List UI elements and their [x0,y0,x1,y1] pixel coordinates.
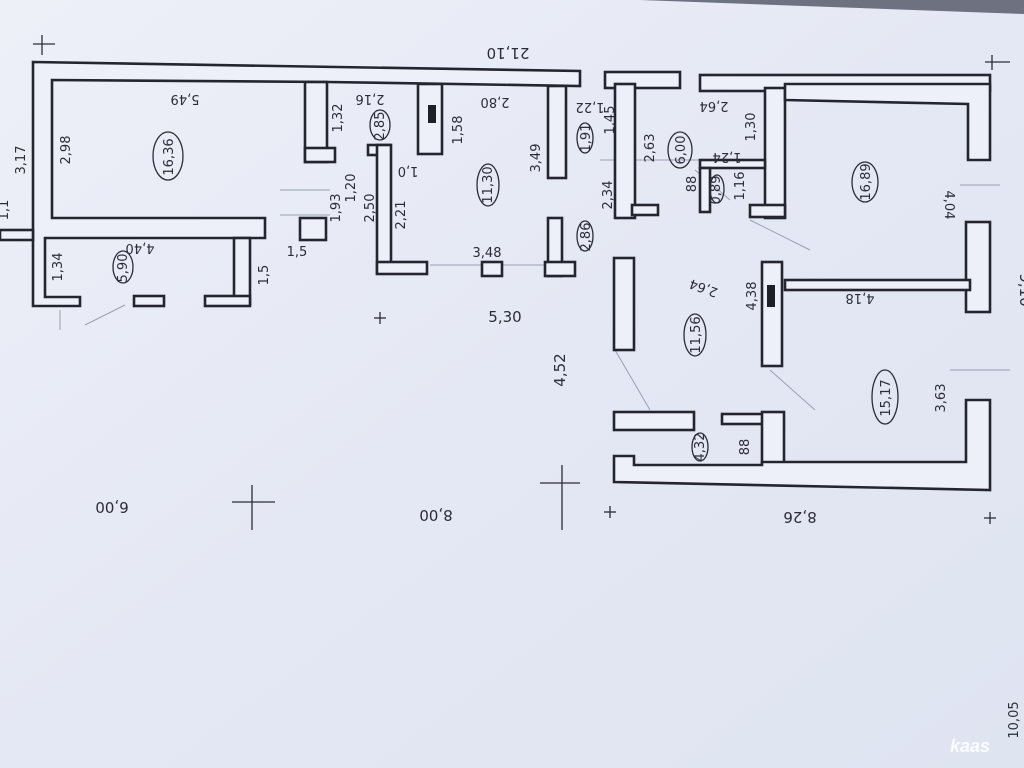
room7-width: 2,64 [700,98,729,113]
room4-width: 2,80 [481,94,510,109]
hall-h4: 2,21 [394,201,409,230]
walls-left-wing [0,60,582,308]
room8-width: 88 [685,176,700,193]
room4-width2: 3,48 [473,246,502,261]
room9-area: 16,89 [859,163,874,200]
room11-area: 15,17 [879,379,894,416]
room9-height: 4,04 [941,191,956,220]
hall-h2: 1,20 [344,174,359,203]
hall-h1: 1,93 [329,194,344,223]
room11-width: 4,18 [846,290,875,305]
room2-height: 1,34 [51,253,66,282]
room8-height: 1,16 [733,172,748,201]
room4-area: 11,30 [481,166,496,203]
bottom-seg3: 8,26 [783,508,816,526]
left-edge: 1,1 [0,200,12,221]
room2-width: 4,40 [126,240,155,255]
room2-area: 5,90 [116,254,131,283]
room10-area: 11,56 [689,316,704,353]
room4-height: 1,58 [451,116,466,145]
room5-height: 1,45 [603,106,618,135]
overall-length: 21,10 [487,44,530,62]
room3-width: 2,16 [356,91,385,106]
room7-width2: 1,24 [713,149,742,164]
mid-horizontal: 5,30 [488,308,521,326]
room3-area: 2,85 [373,112,388,141]
room8-area: 0,89 [709,176,724,205]
room4-note: 1,0 [398,163,419,178]
corner-dim: 10,05 [1007,701,1022,738]
room6-height: 2,34 [601,181,616,210]
overall-depth: 9,10 [1016,273,1024,306]
room3-height: 1,32 [331,104,346,133]
room2-height2: 1,5 [257,265,272,286]
room10-height: 4,38 [745,282,760,311]
hall-width: 1,5 [287,245,308,260]
room12-area: 4,32 [693,433,708,462]
left-height: 3,17 [14,146,29,175]
room1-width: 5,49 [171,91,200,106]
room7-height2: 1,30 [744,113,759,142]
room7-height: 2,63 [643,134,658,163]
room5-area: 1,91 [579,124,594,153]
area-outlines [112,109,899,462]
room12-height: 88 [738,439,753,456]
hall-h3: 2,50 [363,194,378,223]
bottom-seg1: 6,00 [95,498,128,516]
watermark-logo: kaas [950,736,990,756]
room1-area: 16,36 [162,138,177,175]
room1-height: 2,98 [59,136,74,165]
walls-right-wing [603,70,992,492]
room7-area: 6,00 [674,136,689,165]
room6-area: 2,86 [579,223,594,252]
room4-height2: 3,49 [529,144,544,173]
dimension-labels: 21,10 9,10 3,17 1,1 10,05 6,00 8,00 8,26… [0,44,1024,739]
reference-marks [33,35,1010,530]
table-corner [640,0,1024,14]
mid-vertical: 4,52 [551,353,569,386]
room5-width: 1,22 [576,99,605,114]
bottom-seg2: 8,00 [419,506,452,524]
room11-height: 3,63 [934,384,949,413]
